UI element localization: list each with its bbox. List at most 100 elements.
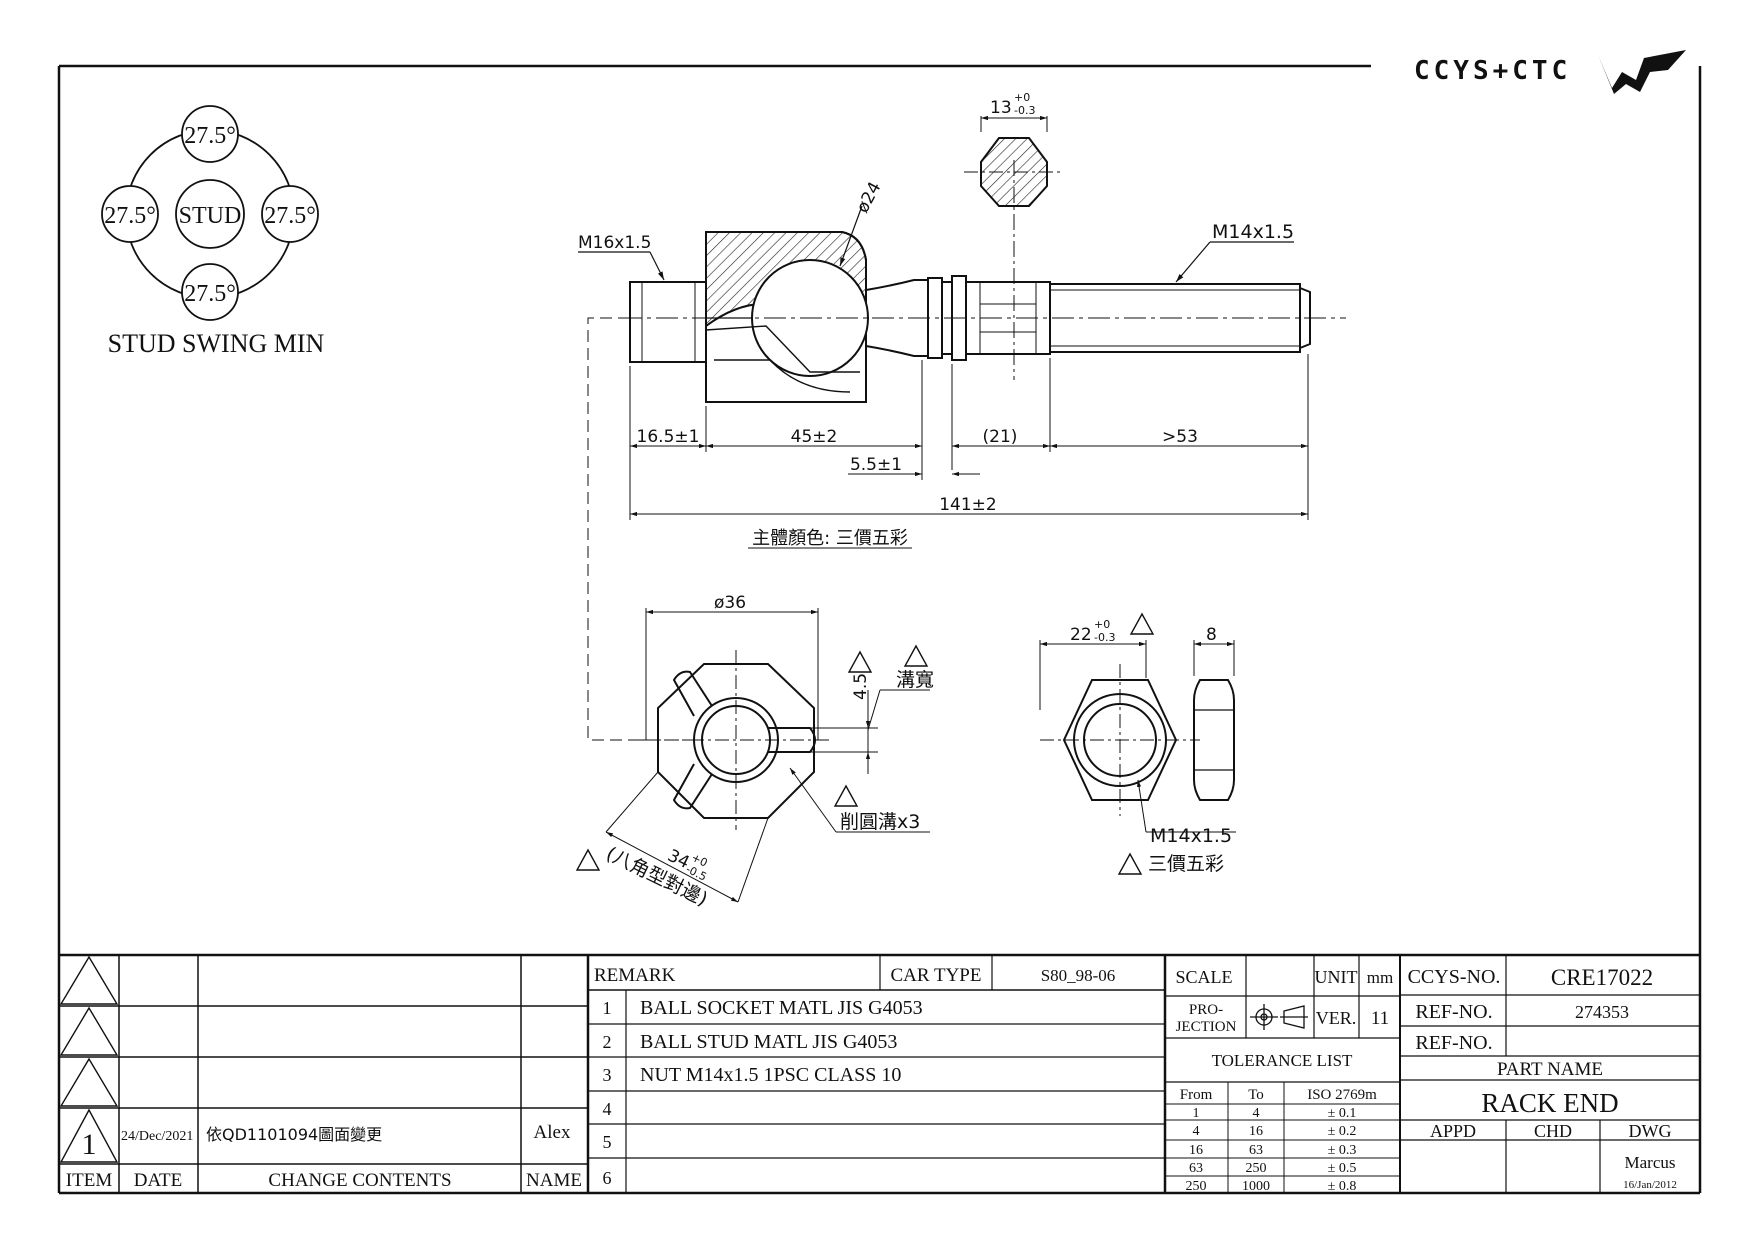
tol-value: ± 0.2	[1328, 1124, 1357, 1139]
header-date: DATE	[134, 1170, 183, 1191]
nut-dimensions	[1039, 640, 1236, 833]
tol-header-iso: ISO 2769m	[1307, 1087, 1377, 1103]
header-name: NAME	[526, 1170, 582, 1191]
remark-no: 6	[603, 1168, 612, 1188]
dim-m14-shaft: M14x1.5	[1212, 221, 1294, 243]
part-name-value: RACK END	[1481, 1088, 1618, 1118]
dim-m16: M16x1.5	[578, 233, 651, 253]
swing-top-angle: 27.5°	[184, 123, 236, 149]
dim-16-5: 16.5±1	[637, 427, 700, 447]
sheet-frame	[57, 64, 1702, 1195]
rack-end-side-view	[629, 231, 1311, 403]
octagon-end-view	[640, 650, 830, 830]
tol-from: 1	[1193, 1106, 1200, 1121]
dim-dia24: ø24	[853, 179, 886, 217]
dim-45: 45±2	[791, 427, 838, 447]
tol-to: 250	[1246, 1161, 1267, 1176]
header-item: ITEM	[66, 1170, 113, 1191]
projection-symbol-icon	[1250, 1004, 1308, 1030]
dim-hex13: 13	[990, 98, 1012, 118]
dim-m14-nut: M14x1.5	[1150, 825, 1232, 847]
revision-triangle-icons	[575, 612, 1155, 875]
wings-logo-icon	[1598, 50, 1686, 94]
tol-to: 1000	[1242, 1179, 1270, 1194]
part-name-label: PART NAME	[1497, 1059, 1603, 1080]
dim-22-tol-minus: -0.3	[1094, 631, 1115, 644]
unit-label: UNIT	[1315, 967, 1358, 987]
revision-date: 24/Dec/2021	[121, 1129, 193, 1144]
dim-34-tol-plus: +0	[689, 851, 709, 870]
revision-mark: 1	[82, 1128, 97, 1161]
tol-from: 63	[1189, 1161, 1203, 1176]
ref-no-label: REF-NO.	[1415, 1001, 1492, 1023]
unit-value: mm	[1367, 968, 1393, 987]
tol-value: ± 0.5	[1328, 1161, 1357, 1176]
ver-value: 11	[1371, 1008, 1389, 1029]
dim-22-tol-plus: +0	[1094, 618, 1110, 631]
tol-value: ± 0.1	[1328, 1106, 1357, 1121]
tol-to: 63	[1249, 1143, 1263, 1158]
swing-center-label: STUD	[179, 203, 242, 229]
dim-22: 22	[1070, 625, 1092, 645]
octagon-dimensions	[605, 608, 930, 903]
swing-right-angle: 27.5°	[264, 203, 316, 229]
company-logo: CCYS+CTC	[1414, 50, 1686, 94]
dim-hex13-tol-plus: +0	[1014, 91, 1030, 104]
remark-text: NUT M14x1.5 1PSC CLASS 10	[640, 1064, 901, 1086]
remark-header: REMARK	[594, 965, 676, 986]
projection-label-2: JECTION	[1176, 1019, 1237, 1035]
remark-text: BALL STUD MATL JIS G4053	[640, 1031, 897, 1053]
swing-caption: STUD SWING MIN	[108, 329, 325, 358]
revision-marker-icons	[59, 955, 119, 1163]
dim-8: 8	[1206, 625, 1217, 645]
groove-width-note: 溝寬	[896, 669, 934, 691]
stud-swing-diagram	[101, 105, 319, 321]
dim-dia36: ø36	[714, 593, 746, 613]
remark-no: 3	[603, 1065, 612, 1085]
remark-no: 4	[603, 1099, 612, 1119]
nut-front-view	[1040, 664, 1200, 816]
drawing-date: 16/Jan/2012	[1623, 1179, 1677, 1191]
dim-53: >53	[1162, 427, 1198, 447]
tol-to: 16	[1249, 1124, 1263, 1139]
header-change-contents: CHANGE CONTENTS	[268, 1170, 451, 1191]
body-color-note: 主體顏色: 三價五彩	[752, 528, 908, 549]
tol-header-to: To	[1248, 1087, 1264, 1103]
tol-from: 250	[1186, 1179, 1207, 1194]
revision-name: Alex	[534, 1122, 571, 1143]
dim-141: 141±2	[939, 495, 997, 515]
car-type-value: S80_98-06	[1041, 966, 1116, 985]
nut-side-view	[1193, 679, 1235, 801]
nut-color-note: 三價五彩	[1148, 853, 1224, 875]
dim-4-5: 4.5	[851, 673, 871, 700]
tol-value: ± 0.3	[1328, 1143, 1357, 1158]
ref-no-value: 274353	[1575, 1002, 1629, 1022]
dim-21: (21)	[983, 427, 1018, 447]
ccys-no-value: CRE17022	[1551, 965, 1653, 990]
dwg-label: DWG	[1629, 1121, 1672, 1141]
ref-no-2-label: REF-NO.	[1415, 1032, 1492, 1054]
swing-bottom-angle: 27.5°	[184, 281, 236, 307]
tol-from: 4	[1193, 1124, 1200, 1139]
tol-from: 16	[1189, 1143, 1203, 1158]
remark-no: 5	[603, 1132, 612, 1152]
dim-5-5: 5.5±1	[850, 455, 902, 475]
chd-label: CHD	[1534, 1121, 1572, 1141]
projection-label: PRO-	[1189, 1002, 1223, 1018]
ver-label: VER.	[1316, 1008, 1357, 1028]
drawer-name: Marcus	[1625, 1153, 1676, 1172]
appd-label: APPD	[1430, 1121, 1476, 1141]
swing-left-angle: 27.5°	[104, 203, 156, 229]
logo-text: CCYS+CTC	[1414, 56, 1571, 86]
remark-no: 2	[603, 1032, 612, 1052]
remark-no: 1	[603, 998, 612, 1018]
dim-hex13-tol-minus: -0.3	[1014, 104, 1035, 117]
hex-section-view	[964, 115, 1064, 207]
main-dimensions	[629, 354, 1309, 520]
title-block-grid	[59, 953, 1700, 1193]
ccys-no-label: CCYS-NO.	[1408, 966, 1501, 988]
revision-content: 依QD1101094圖面變更	[206, 1125, 382, 1144]
scale-label: SCALE	[1175, 967, 1232, 987]
tol-to: 4	[1253, 1106, 1260, 1121]
